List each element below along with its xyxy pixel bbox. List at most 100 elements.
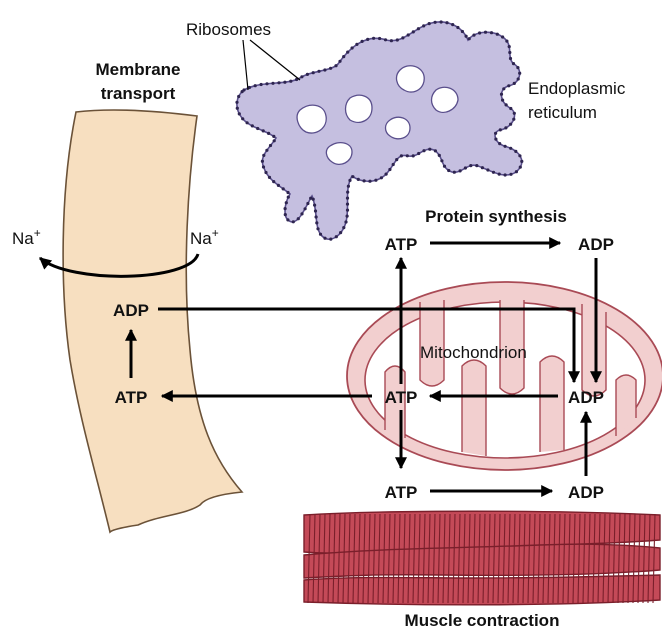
ribosome-dot <box>480 166 484 170</box>
ribosome-dot <box>300 212 304 216</box>
ribosome-dot <box>452 170 456 174</box>
ribosome-dot <box>281 187 285 191</box>
ribosomes-label: Ribosomes <box>186 20 271 39</box>
ribosome-dot <box>478 31 482 35</box>
ribosome-dot <box>467 37 471 41</box>
ribosome-dot <box>501 98 505 102</box>
mito-adp-label: ADP <box>568 388 604 407</box>
na-left-label: Na+ <box>12 226 41 248</box>
ribosome-dot <box>508 50 512 55</box>
ribosome-dot <box>303 207 307 211</box>
muscle-striation <box>352 513 356 604</box>
muscle-striation <box>322 513 326 604</box>
ribosome-dot <box>313 203 317 207</box>
ribosome-dot <box>509 146 513 150</box>
muscle-fibers <box>303 510 661 606</box>
muscle-striation <box>602 513 606 604</box>
ribosome-dot <box>489 31 494 35</box>
er-lumen-holes <box>296 65 459 166</box>
ribosome-dot <box>389 39 393 43</box>
muscle-striation <box>557 513 561 604</box>
muscle-striation <box>537 513 541 604</box>
ribosome-dot <box>491 170 496 174</box>
ribosome-dot <box>509 122 513 126</box>
ribosome-dot <box>356 177 360 181</box>
na-transport-arrow <box>39 253 200 278</box>
ribosome-dot <box>283 213 287 217</box>
er-label-line2: reticulum <box>528 103 597 122</box>
ribosome-dot <box>518 71 522 75</box>
ribosome-dot <box>345 196 350 200</box>
muscle-striation <box>327 513 331 604</box>
ribosome-dot <box>346 184 350 188</box>
ribosome-dot <box>265 82 269 86</box>
ribosome-dot <box>505 39 509 43</box>
ribosome-dot <box>406 33 410 37</box>
ribosome-dot <box>265 148 269 152</box>
ribosome-dot <box>499 92 504 96</box>
muscle-striation <box>512 513 516 604</box>
ribosome-dot <box>445 21 449 25</box>
ribosome-dot <box>458 169 462 173</box>
ribosome-dot <box>311 71 315 75</box>
ribosome-dot <box>237 94 241 99</box>
ribosome-dot <box>316 227 320 231</box>
ribosome-dot <box>464 34 468 38</box>
ribosome-dot <box>317 69 321 73</box>
ribosome-dot <box>329 237 333 241</box>
ribosome-dot <box>286 190 290 195</box>
muscle-striation <box>412 513 416 604</box>
ribosome-dot <box>440 159 444 163</box>
muscle-striation <box>592 513 596 604</box>
ribosome-dot <box>411 30 415 34</box>
muscle-striation <box>552 513 556 604</box>
muscle-striation <box>377 513 381 604</box>
ribosome-dot <box>355 42 359 47</box>
muscle-striation <box>427 513 431 604</box>
ribosome-dot <box>323 236 327 240</box>
ribosome-dots <box>235 20 524 241</box>
muscle-striation <box>447 513 451 604</box>
ribosome-dot <box>401 36 405 40</box>
ribosome-dot <box>405 154 409 158</box>
ribosome-dot <box>311 197 315 201</box>
muscle-striation <box>547 513 551 604</box>
ribosome-dot <box>235 100 239 104</box>
ribosome-dot <box>284 201 288 205</box>
ribosome-dot <box>447 168 451 173</box>
ribosome-dot <box>262 153 266 157</box>
ribosome-dot <box>253 84 257 88</box>
ribosome-dot <box>276 183 280 187</box>
ribosome-dot <box>516 77 520 81</box>
ribosome-dot <box>362 179 366 183</box>
muscle-striation <box>527 513 531 604</box>
ribosome-dot <box>512 81 516 85</box>
protein-synthesis-label: Protein synthesis <box>425 207 567 226</box>
ribosome-dot <box>494 137 498 141</box>
protein-adp-label: ADP <box>578 235 614 254</box>
ribosome-dot <box>339 231 343 235</box>
muscle-striation <box>627 513 631 604</box>
ribosome-dot <box>451 23 455 27</box>
ribosome-dot <box>456 25 460 30</box>
ribosome-dot <box>518 165 522 169</box>
ribosome-dot <box>460 29 464 34</box>
muscle-striation <box>482 513 486 604</box>
ribosome-dot <box>350 46 354 50</box>
ribosome-dot <box>345 214 349 218</box>
ribosome-dot <box>235 106 239 110</box>
ribosome-dot <box>318 232 323 236</box>
ribosome-dot <box>329 66 333 70</box>
ribosome-dot <box>360 39 364 44</box>
ribosome-dot <box>342 226 346 230</box>
ribosome-dot <box>520 159 524 163</box>
ribosome-dot <box>504 126 508 130</box>
ribosome-dot <box>518 154 522 158</box>
muscle-striation <box>647 513 651 604</box>
muscle-striation <box>562 513 566 604</box>
ribosome-dot <box>388 167 392 172</box>
muscle-striation <box>462 513 466 604</box>
na-right-label: Na+ <box>190 226 219 248</box>
